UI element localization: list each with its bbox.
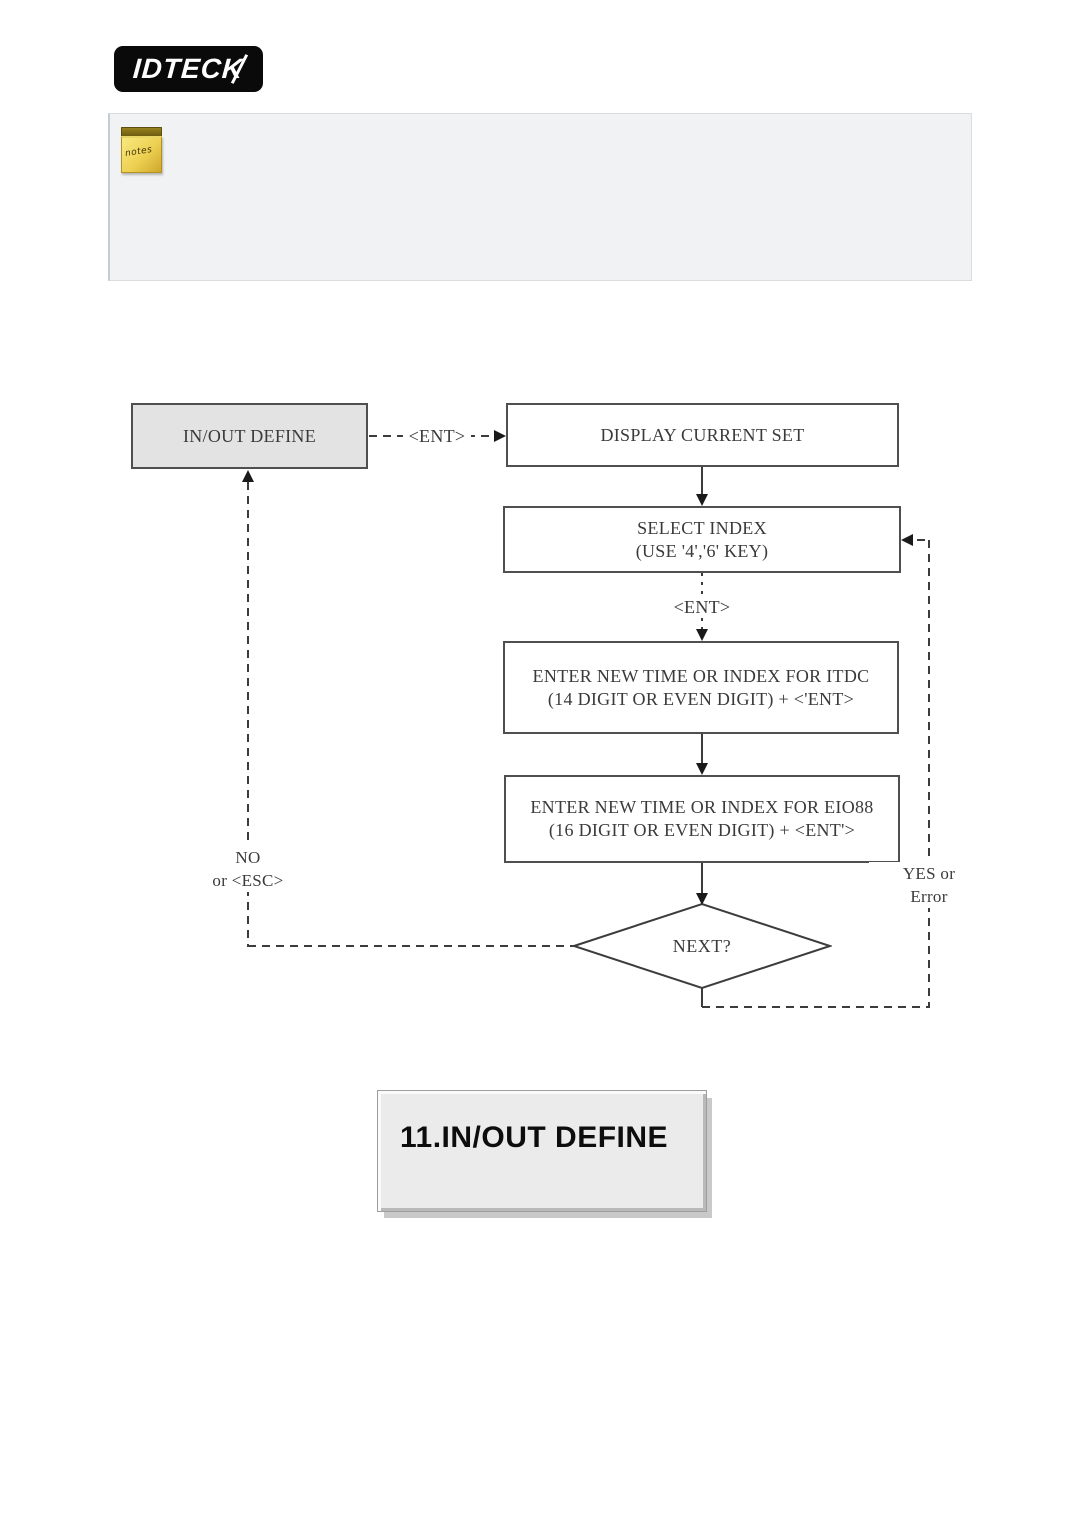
flow-node-label-line2: (16 DIGIT OR EVEN DIGIT) + <ENT'> — [548, 820, 856, 840]
connector-display-to-select — [701, 467, 703, 495]
flow-node-label-line1: ENTER NEW TIME OR INDEX FOR EIO88 — [530, 797, 874, 817]
edge-label-yes-line1: YES or — [902, 864, 956, 883]
arrowhead-into-select — [696, 494, 708, 506]
connector-next-bottom-stub — [701, 987, 703, 1007]
flow-node-label: DISPLAY CURRENT SET — [600, 424, 805, 445]
connector-itdc-to-eio88 — [701, 734, 703, 763]
lcd-display-text: 11.IN/OUT DEFINE — [400, 1121, 669, 1154]
idteck-logo: IDTECK — [114, 46, 263, 92]
notes-panel — [108, 113, 972, 281]
connector-yes-horizontal-top — [917, 539, 930, 541]
flow-node-enter-eio88: ENTER NEW TIME OR INDEX FOR EIO88 (16 DI… — [504, 775, 900, 863]
flow-node-enter-itdc: ENTER NEW TIME OR INDEX FOR ITDC (14 DIG… — [503, 641, 899, 734]
edge-label-ent-1: <ENT> — [403, 425, 471, 447]
connector-no-vertical — [247, 482, 249, 947]
flow-node-label-line2: (USE '4','6' KEY) — [635, 540, 769, 561]
edge-label-no-line1: NO — [235, 848, 261, 867]
connector-yes-horizontal-bottom — [702, 1006, 930, 1008]
notes-icon: notes — [121, 127, 162, 173]
arrowhead-into-eio88 — [696, 763, 708, 775]
connector-yes-vertical — [928, 540, 930, 1008]
flow-node-select-index: SELECT INDEX (USE '4','6' KEY) — [503, 506, 901, 573]
edge-label-yes: YES or Error — [869, 862, 989, 908]
notes-icon-binding — [121, 127, 162, 136]
diamond-shape — [570, 902, 834, 990]
connector-no-horizontal — [248, 945, 575, 947]
arrowhead-into-select-right — [901, 534, 913, 546]
edge-label-no-line2: or <ESC> — [212, 871, 284, 890]
flow-decision-next: NEXT? — [570, 902, 834, 990]
arrowhead-into-itdc — [696, 629, 708, 641]
flow-node-label-line1: ENTER NEW TIME OR INDEX FOR ITDC — [532, 665, 870, 686]
lcd-display: 11.IN/OUT DEFINE — [377, 1090, 707, 1212]
edge-label-yes-line2: Error — [910, 887, 948, 906]
idteck-logo-text: IDTECK — [132, 53, 245, 84]
flow-node-label-line1: SELECT INDEX — [637, 517, 767, 538]
flow-node-label-line2: (14 DIGIT OR EVEN DIGIT) + <'ENT> — [547, 688, 855, 709]
flow-decision-label: NEXT? — [672, 935, 732, 956]
arrowhead-into-inout-define — [242, 470, 254, 482]
flow-node-display-current-set: DISPLAY CURRENT SET — [506, 403, 899, 467]
arrowhead-into-next — [696, 893, 708, 905]
edge-label-ent-2: <ENT> — [668, 596, 736, 618]
notes-icon-label: notes — [124, 144, 154, 160]
flow-node-label: IN/OUT DEFINE — [182, 425, 317, 446]
flow-node-inout-define: IN/OUT DEFINE — [131, 403, 368, 469]
notes-icon-paper: notes — [121, 136, 162, 173]
arrowhead-into-display — [494, 430, 506, 442]
edge-label-no: NO or <ESC> — [188, 846, 308, 892]
connector-eio88-to-next — [701, 863, 703, 893]
